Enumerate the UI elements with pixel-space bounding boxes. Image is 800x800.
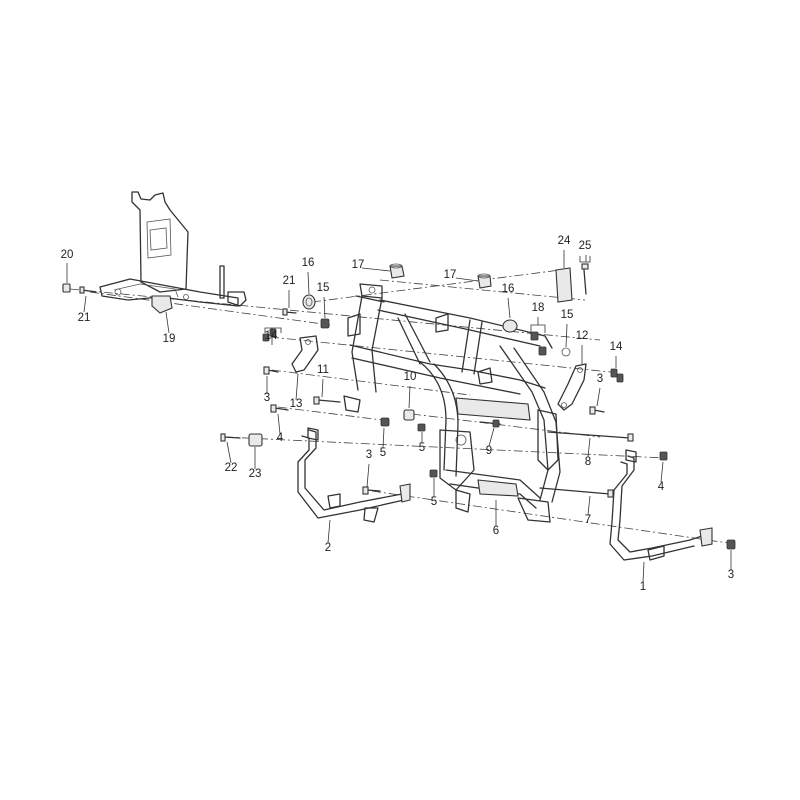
callout-19: 19 [163, 333, 176, 345]
callout-4: 4 [277, 432, 284, 444]
callout-5: 5 [431, 496, 437, 508]
alignment-lines [69, 269, 736, 545]
callout-17: 17 [352, 259, 365, 271]
callout-21: 21 [78, 312, 91, 324]
callout-7: 7 [585, 514, 591, 526]
callout-10: 10 [404, 371, 417, 383]
callout-1: 1 [640, 581, 646, 593]
callout-5: 5 [380, 447, 386, 459]
callout-14: 14 [265, 330, 278, 342]
callout-2: 2 [325, 542, 331, 554]
callout-6: 6 [493, 525, 499, 537]
leader-lines [66, 250, 732, 583]
callout-11: 11 [317, 364, 329, 376]
front-bracket-assembly [99, 191, 247, 314]
callout-13: 13 [290, 398, 303, 410]
callout-4: 4 [658, 481, 665, 493]
callout-24: 24 [558, 235, 571, 247]
callout-3: 3 [597, 373, 603, 385]
callout-21: 21 [283, 275, 296, 287]
callout-8: 8 [585, 456, 591, 468]
main-frame [343, 283, 561, 523]
callout-16: 16 [502, 283, 515, 295]
callout-22: 22 [225, 462, 238, 474]
callout-3: 3 [264, 392, 270, 404]
callout-23: 23 [249, 468, 262, 480]
callout-15: 15 [561, 309, 574, 321]
callout-15: 15 [317, 282, 330, 294]
callout-9: 9 [486, 445, 492, 457]
right-downtube [609, 449, 713, 561]
callout-18: 18 [532, 302, 545, 314]
callout-25: 25 [579, 240, 592, 252]
callout-labels: 1 2 3 3 3 3 4 4 5 5 5 6 7 8 9 10 11 12 1… [61, 235, 735, 593]
callout-5: 5 [419, 442, 425, 454]
fasteners [62, 263, 736, 550]
callout-16: 16 [302, 257, 315, 269]
callout-20: 20 [61, 249, 74, 261]
left-downtube [297, 427, 411, 523]
callout-3: 3 [728, 569, 734, 581]
callout-17: 17 [444, 269, 457, 281]
callout-12: 12 [576, 330, 589, 342]
callout-3: 3 [366, 449, 372, 461]
callout-14: 14 [610, 341, 623, 353]
